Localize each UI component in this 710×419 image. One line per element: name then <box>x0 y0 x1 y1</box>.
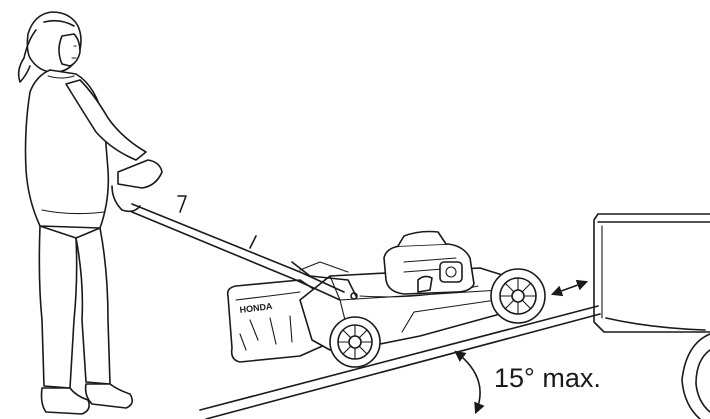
slope-angle-indicator <box>456 352 480 412</box>
truck-bed <box>594 214 710 419</box>
lawn-mower: HONDA <box>132 196 545 367</box>
truck-wheel <box>682 334 710 419</box>
person-legs <box>39 226 110 388</box>
slope-angle-label: 15° max. <box>494 363 601 393</box>
clearance-arrow <box>553 282 586 294</box>
person-shoes <box>42 384 133 414</box>
person-torso <box>26 70 109 228</box>
engine <box>384 232 474 295</box>
person-operator <box>19 12 162 414</box>
rear-wheel <box>330 317 380 367</box>
front-wheel <box>491 269 545 323</box>
